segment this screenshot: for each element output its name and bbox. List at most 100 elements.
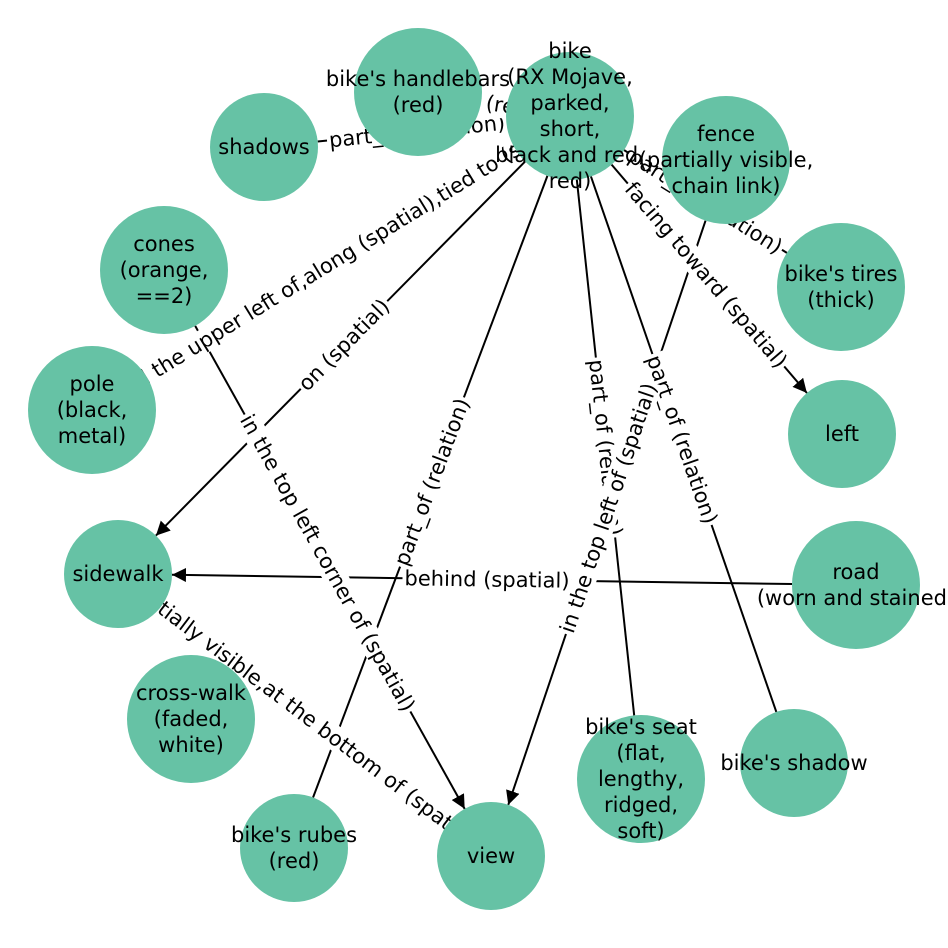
edge-label-bg <box>640 350 723 530</box>
node-label-line: soft) <box>617 819 664 843</box>
node-circle-bikeshadow <box>740 709 848 817</box>
node-left: left <box>788 380 896 488</box>
node-label-bikeshadow: bike's shadow <box>720 751 867 775</box>
edge-label-bg <box>234 408 421 718</box>
node-handlebars: bike's handlebars(red) <box>326 28 510 156</box>
node-label-sidewalk: sidewalk <box>72 562 164 586</box>
node-circle-bike <box>506 52 634 180</box>
edge-label-bg <box>554 378 663 638</box>
node-label-line: bike's rubes <box>231 823 357 847</box>
node-crosswalk: cross-walk(faded,white) <box>127 655 255 783</box>
node-bikeshadow: bike's shadow <box>720 709 868 817</box>
node-label-line: bike's handlebars <box>326 67 510 91</box>
node-label-line: shadows <box>218 135 309 159</box>
node-circle-road <box>792 521 920 649</box>
node-circle-fence <box>662 96 790 224</box>
node-label-line: bike's tires <box>785 262 898 286</box>
node-label-line: parked, <box>530 91 609 115</box>
node-circle-crosswalk <box>127 655 255 783</box>
node-label-line: (partially visible, <box>639 148 814 172</box>
node-label-handlebars: bike's handlebars(red) <box>326 67 510 117</box>
node-label-line: ridged, <box>604 793 678 817</box>
edge-label-road-sidewalk: behind (spatial) <box>404 566 569 592</box>
edge-label-group-bike-rubes: part_of (relation) <box>388 393 477 572</box>
node-label-line: (faded, <box>154 707 229 731</box>
edge-label-bg <box>292 292 396 398</box>
node-cones: cones(orange,==2) <box>100 206 228 334</box>
node-label-line: white) <box>158 733 224 757</box>
edge-label-bg <box>388 393 477 572</box>
node-label-view: view <box>467 844 515 868</box>
node-label-line: (black, <box>57 398 128 422</box>
node-label-line: left <box>825 422 859 446</box>
node-label-line: red) <box>549 169 592 193</box>
node-label-line: bike <box>548 39 592 63</box>
node-label-line: metal) <box>58 424 127 448</box>
node-label-line: bike's shadow <box>720 751 867 775</box>
node-fence: fence(partially visible,chain link) <box>639 96 814 224</box>
node-circle-left <box>788 380 896 488</box>
node-pole: pole(black,metal) <box>28 346 156 474</box>
node-road: road(worn and stained) <box>757 521 948 649</box>
node-label-tires: bike's tires(thick) <box>785 262 898 312</box>
node-view: view <box>437 802 545 910</box>
edge-label-bike-bikeshadow: part_of (relation) <box>641 352 722 527</box>
node-circle-sidewalk <box>64 520 172 628</box>
node-label-line: ==2) <box>136 284 193 308</box>
node-label-line: sidewalk <box>72 562 164 586</box>
node-seat: bike's seat(flat,lengthy,ridged,soft) <box>577 715 705 843</box>
node-sidewalk: sidewalk <box>64 520 172 628</box>
edge-label-bg <box>402 566 572 593</box>
node-label-line: (worn and stained) <box>757 586 948 610</box>
node-circle-cones <box>100 206 228 334</box>
node-label-rubes: bike's rubes(red) <box>231 823 357 873</box>
node-rubes: bike's rubes(red) <box>231 794 357 902</box>
edge-label-group-bike-sidewalk: on (spatial) <box>292 292 396 398</box>
node-circle-handlebars <box>354 28 482 156</box>
edge-label-bike-rubes: part_of (relation) <box>390 395 476 569</box>
node-shadows: shadows <box>210 93 318 201</box>
node-label-line: cones <box>133 232 195 256</box>
node-label-shadows: shadows <box>218 135 309 159</box>
node-label-line: chain link) <box>672 174 781 198</box>
node-tires: bike's tires(thick) <box>777 223 905 351</box>
node-label-line: lengthy, <box>598 767 684 791</box>
node-label-line: short, <box>540 117 601 141</box>
node-circle-seat <box>577 715 705 843</box>
node-label-line: (RX Mojave, <box>507 65 633 89</box>
node-label-road: road(worn and stained) <box>757 560 948 610</box>
node-label-line: (flat, <box>616 741 665 765</box>
node-bike: bike(RX Mojave,parked,short,black and re… <box>495 39 645 193</box>
edge-label-bg <box>78 101 584 425</box>
edge-label-bg <box>123 574 486 856</box>
node-circle-shadows <box>210 93 318 201</box>
edge-label-group-bike-bikeshadow: part_of (relation) <box>640 350 723 530</box>
node-label-line: (orange, <box>120 258 209 282</box>
node-label-line: (red) <box>393 93 444 117</box>
node-label-pole: pole(black,metal) <box>57 372 128 448</box>
node-label-line: black and red, <box>495 143 645 167</box>
node-label-line: view <box>467 844 515 868</box>
node-circle-pole <box>28 346 156 474</box>
node-label-left: left <box>825 422 859 446</box>
edge-label-bike-sidewalk: on (spatial) <box>294 294 395 396</box>
node-label-bike: bike(RX Mojave,parked,short,black and re… <box>495 39 645 193</box>
node-label-line: (red) <box>269 849 320 873</box>
node-circle-tires <box>777 223 905 351</box>
node-label-line: bike's seat <box>585 715 697 739</box>
nodes-layer: bike(RX Mojave,parked,short,black and re… <box>28 28 948 910</box>
node-circle-view <box>437 802 545 910</box>
node-label-line: cross-walk <box>136 681 247 705</box>
node-label-line: (thick) <box>807 288 874 312</box>
node-label-fence: fence(partially visible,chain link) <box>639 122 814 198</box>
node-label-cones: cones(orange,==2) <box>120 232 209 308</box>
edge-label-bg <box>618 175 794 375</box>
node-label-line: road <box>832 560 879 584</box>
node-label-crosswalk: cross-walk(faded,white) <box>136 681 247 757</box>
node-circle-rubes <box>240 794 348 902</box>
node-label-line: fence <box>697 122 755 146</box>
node-label-seat: bike's seat(flat,lengthy,ridged,soft) <box>585 715 697 843</box>
node-label-line: pole <box>70 372 115 396</box>
edge-label-group-road-sidewalk: behind (spatial) <box>402 566 572 593</box>
